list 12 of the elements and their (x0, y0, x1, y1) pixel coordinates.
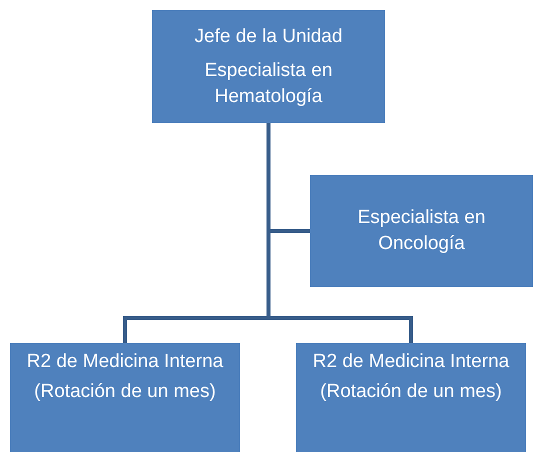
connector-line (266, 123, 413, 343)
org-box (296, 343, 526, 452)
org-box (310, 175, 533, 287)
role-text: R2 de Medicina Interna (26, 350, 224, 374)
role-text: Especialista en Oncología (356, 206, 486, 256)
org-box (10, 343, 240, 452)
org-box (152, 10, 385, 123)
role-text: (Rotación de un mes) (34, 380, 216, 404)
role-text: Especialista en Hematología (204, 58, 334, 108)
role-text: Jefe de la Unidad (194, 24, 342, 48)
role-text: R2 de Medicina Interna (312, 350, 510, 374)
role-text: (Rotación de un mes) (320, 380, 502, 404)
